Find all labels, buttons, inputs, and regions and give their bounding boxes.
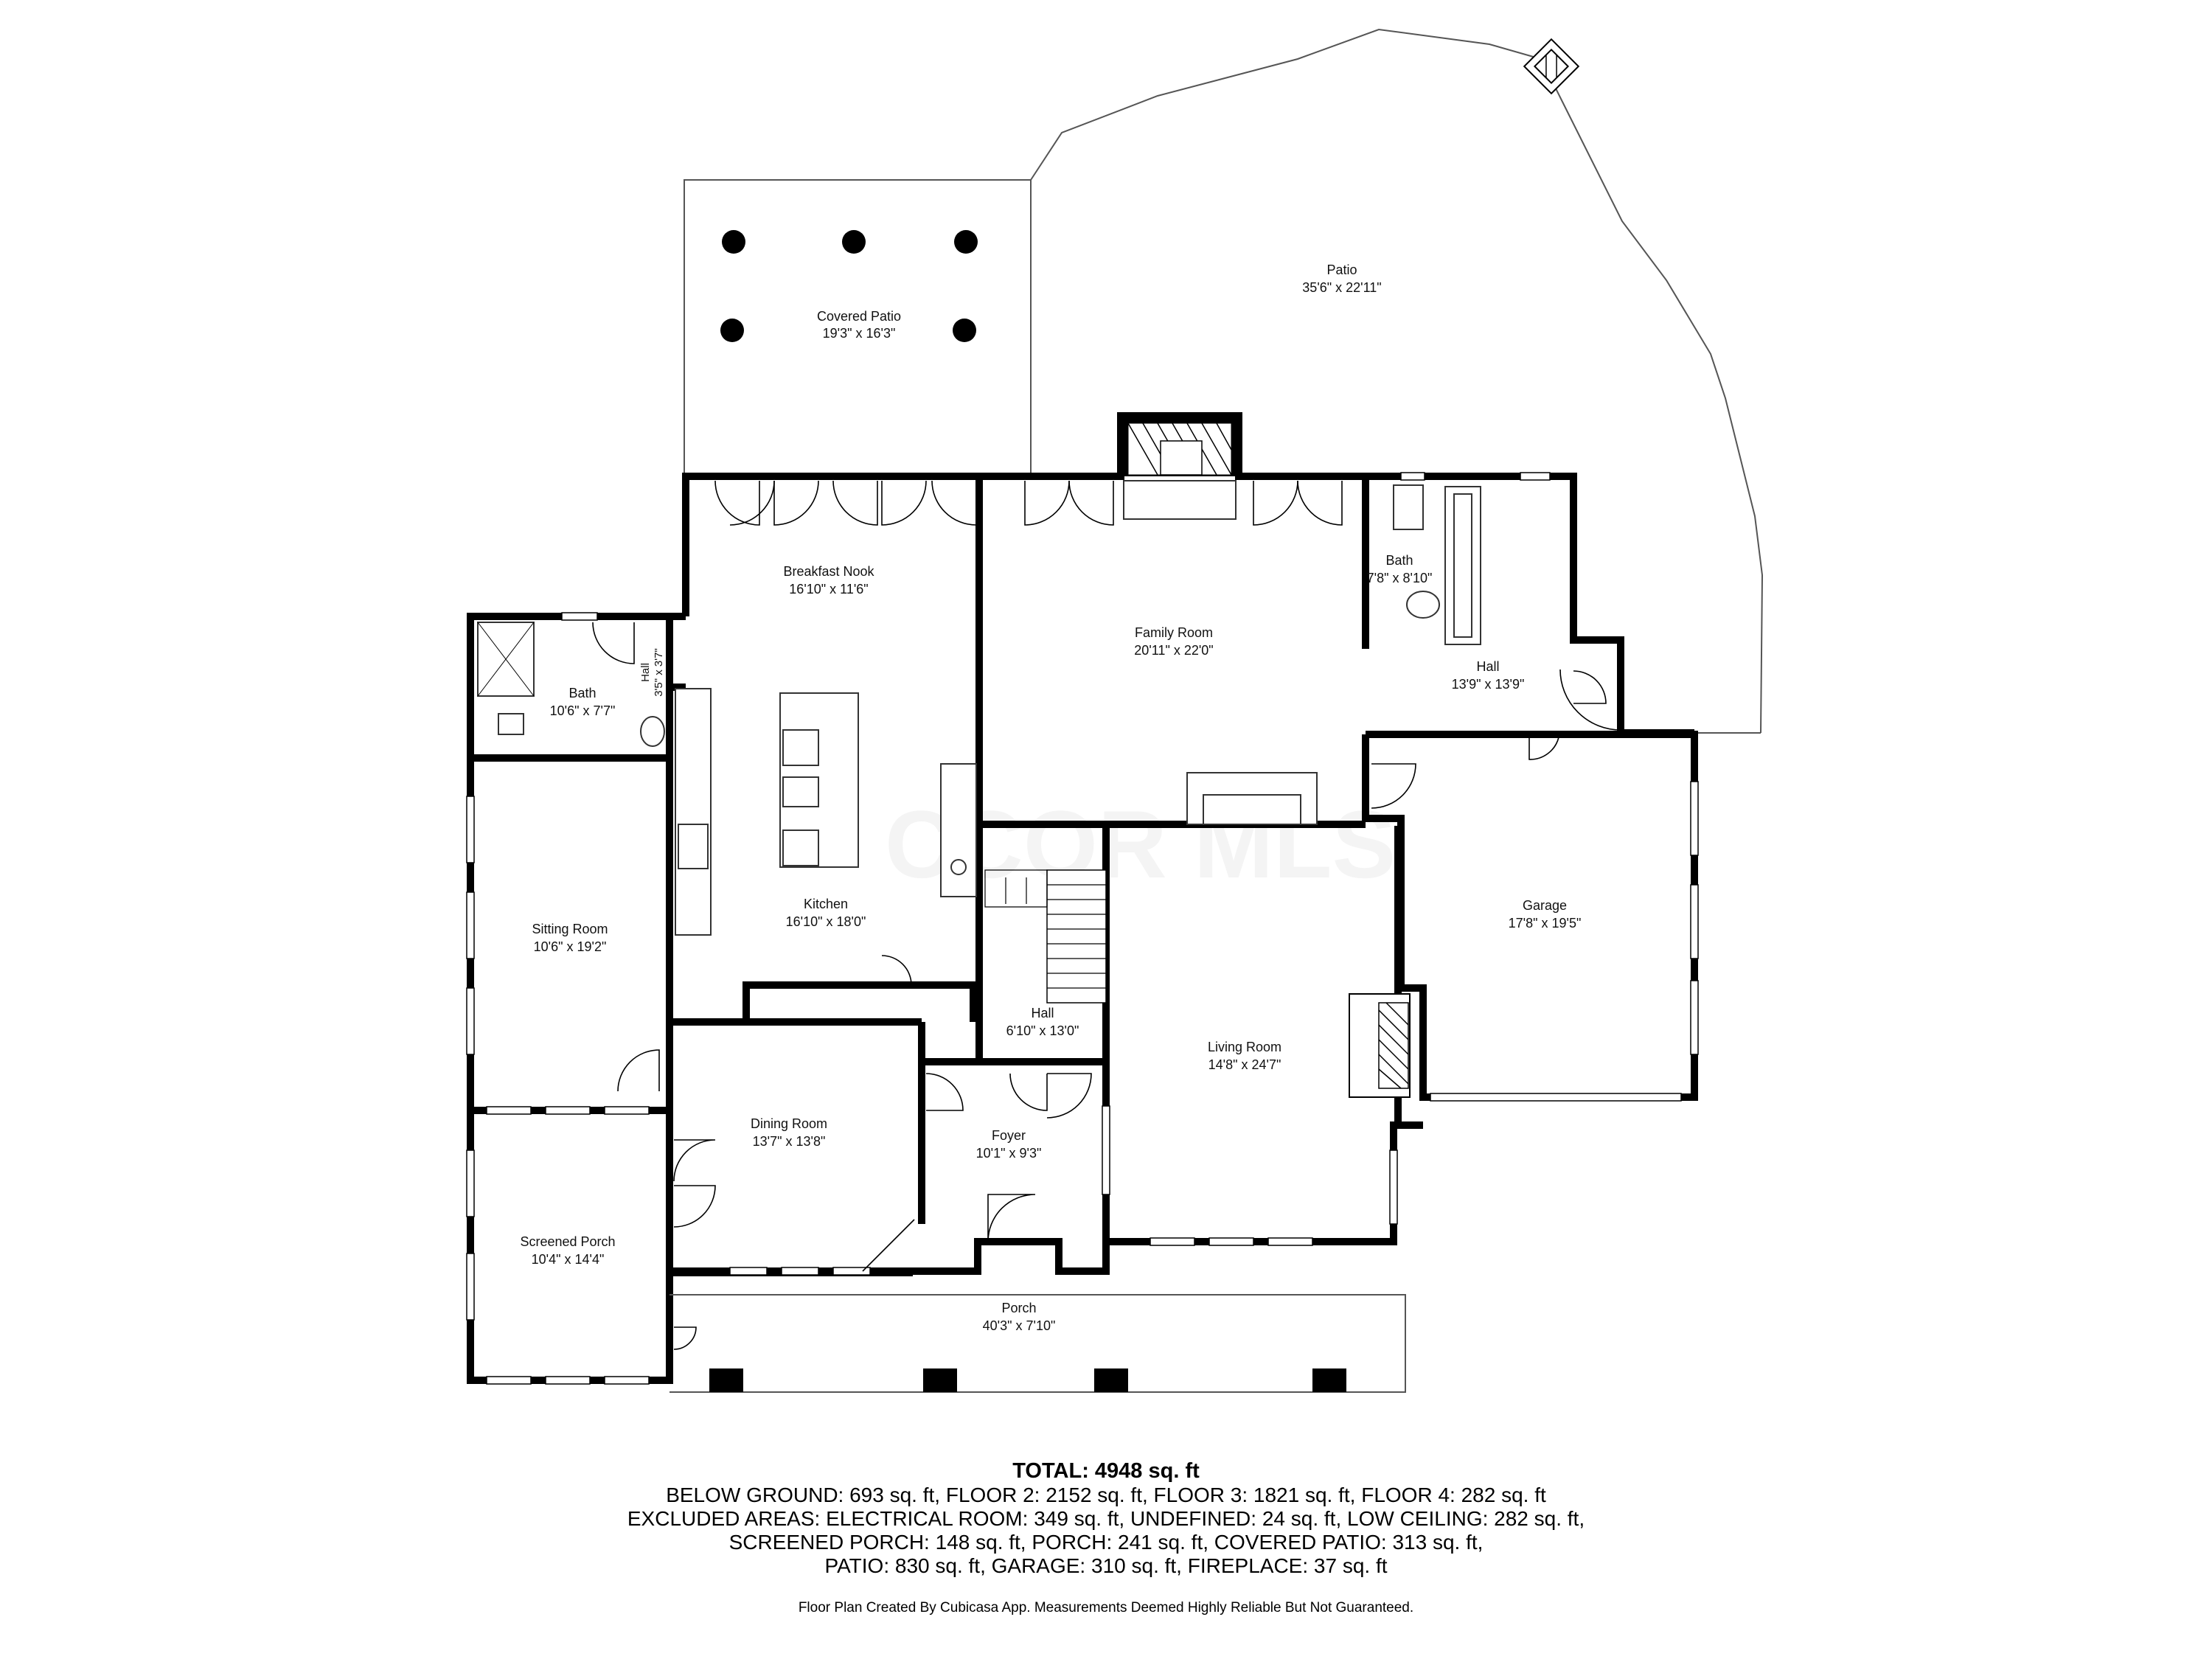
summary-line: BELOW GROUND: 693 sq. ft, FLOOR 2: 2152 … [666, 1484, 1546, 1506]
room-dims: 16'10" x 18'0" [786, 914, 866, 929]
room-name: Breakfast Nook [783, 564, 874, 579]
column [722, 230, 745, 254]
room-name: Hall [1476, 659, 1499, 674]
sink-icon [640, 716, 665, 747]
room-hall-small: Hall 3'5" x 3'7" [639, 648, 665, 697]
sink-icon [1406, 591, 1440, 619]
room-dims: 14'8" x 24'7" [1208, 1057, 1281, 1072]
room-kitchen: Kitchen 16'10" x 18'0" [786, 897, 866, 929]
toilet-icon [498, 713, 524, 735]
room-foyer: Foyer 10'1" x 9'3" [976, 1128, 1042, 1161]
column [842, 230, 866, 254]
room-bath-upper: Bath 7'8" x 8'10" [1367, 553, 1433, 585]
room-bath-west: Bath 10'6" x 7'7" [550, 686, 616, 718]
summary-line: EXCLUDED AREAS: ELECTRICAL ROOM: 349 sq.… [627, 1507, 1585, 1530]
room-dims: 13'9" x 13'9" [1452, 677, 1525, 692]
room-dims: 7'8" x 8'10" [1367, 571, 1433, 585]
room-dims: 19'3" x 16'3" [823, 326, 896, 341]
bath-fixtures [477, 484, 1481, 747]
room-breakfast-nook: Breakfast Nook 16'10" x 11'6" [783, 564, 874, 597]
room-name: Garage [1523, 898, 1567, 913]
room-dims: 10'4" x 14'4" [532, 1252, 605, 1267]
room-dims: 35'6" x 22'11" [1302, 280, 1381, 295]
room-screened-porch: Screened Porch 10'4" x 14'4" [520, 1234, 615, 1267]
room-dims: 10'6" x 7'7" [550, 703, 616, 718]
credit-text: Floor Plan Created By Cubicasa App. Meas… [798, 1600, 1414, 1615]
room-dims: 40'3" x 7'10" [983, 1318, 1056, 1333]
room-dims: 10'6" x 19'2" [534, 939, 607, 954]
fireplace-icon [1186, 772, 1411, 1098]
room-name: Sitting Room [532, 922, 608, 936]
area-summary: TOTAL: 4948 sq. ft BELOW GROUND: 693 sq.… [0, 1458, 2212, 1616]
room-porch: Porch 40'3" x 7'10" [983, 1301, 1056, 1333]
room-name: Bath [1385, 553, 1413, 568]
room-name: Hall [639, 663, 652, 682]
column [954, 230, 978, 254]
room-patio: Patio 35'6" x 22'11" [1302, 262, 1381, 295]
total-area: TOTAL: 4948 sq. ft [1012, 1459, 1200, 1483]
room-hall-east: Hall 13'9" x 13'9" [1452, 659, 1525, 692]
room-hall-center: Hall 6'10" x 13'0" [1006, 1006, 1079, 1038]
room-name: Patio [1326, 262, 1357, 277]
fireplace-icon [1121, 416, 1239, 520]
room-name: Family Room [1135, 625, 1213, 640]
room-dims: 17'8" x 19'5" [1509, 916, 1582, 931]
room-dims: 13'7" x 13'8" [753, 1134, 826, 1149]
room-name: Foyer [992, 1128, 1026, 1143]
column [720, 319, 744, 342]
room-garage: Garage 17'8" x 19'5" [1509, 898, 1582, 931]
room-dims: 6'10" x 13'0" [1006, 1023, 1079, 1038]
covered-patio-area [684, 179, 1032, 475]
column [953, 319, 976, 342]
porch-area [669, 1294, 1406, 1393]
windows [466, 472, 1699, 1385]
toilet-icon [1393, 484, 1424, 530]
room-dining-room: Dining Room 13'7" x 13'8" [751, 1116, 827, 1149]
room-living-room: Living Room 14'8" x 24'7" [1208, 1040, 1281, 1072]
chimney-cap-icon [1523, 38, 1580, 95]
room-sitting-room: Sitting Room 10'6" x 19'2" [532, 922, 608, 954]
room-name: Dining Room [751, 1116, 827, 1131]
room-name: Kitchen [804, 897, 848, 911]
room-name: Covered Patio [817, 309, 901, 324]
patio-area [1030, 28, 1764, 734]
kitchen-island [779, 692, 859, 868]
room-name: Bath [568, 686, 596, 700]
summary-line: SCREENED PORCH: 148 sq. ft, PORCH: 241 s… [728, 1531, 1484, 1554]
room-dims: 3'5" x 3'7" [653, 648, 665, 697]
kitchen-counter [675, 688, 977, 936]
staircase [984, 869, 1107, 1004]
room-name: Porch [1001, 1301, 1036, 1315]
room-family-room: Family Room 20'11" x 22'0" [1134, 625, 1213, 658]
room-dims: 20'11" x 22'0" [1134, 643, 1213, 658]
room-dims: 10'1" x 9'3" [976, 1146, 1042, 1161]
summary-line: PATIO: 830 sq. ft, GARAGE: 310 sq. ft, F… [824, 1554, 1388, 1577]
doors [592, 480, 1621, 1350]
room-name: Hall [1031, 1006, 1054, 1020]
room-covered-patio: Covered Patio 19'3" x 16'3" [817, 309, 901, 341]
room-dims: 16'10" x 11'6" [789, 582, 868, 597]
room-name: Screened Porch [520, 1234, 615, 1249]
room-name: Living Room [1208, 1040, 1281, 1054]
